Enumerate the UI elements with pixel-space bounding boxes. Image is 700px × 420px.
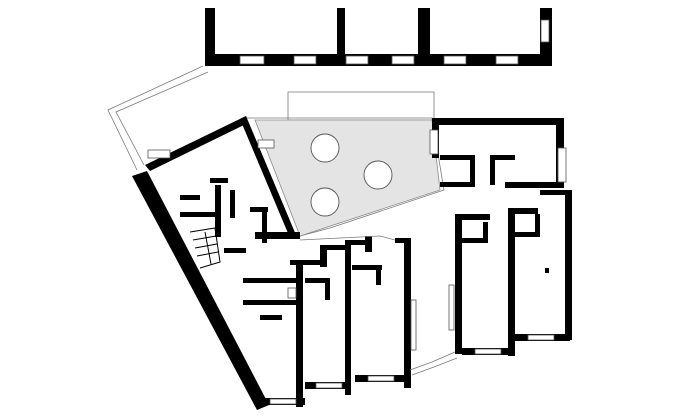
west-apartments bbox=[243, 236, 417, 407]
west-wall-and-stair bbox=[132, 171, 269, 410]
tree-icon bbox=[363, 160, 393, 190]
connectors bbox=[299, 235, 458, 376]
terrace-outline bbox=[107, 65, 445, 237]
tree-icon bbox=[310, 133, 340, 163]
northwest-unit bbox=[145, 116, 300, 243]
courtyard bbox=[254, 119, 441, 237]
existing-building-top bbox=[205, 8, 552, 66]
east-apartments bbox=[429, 118, 572, 356]
tree-icon bbox=[310, 187, 340, 217]
